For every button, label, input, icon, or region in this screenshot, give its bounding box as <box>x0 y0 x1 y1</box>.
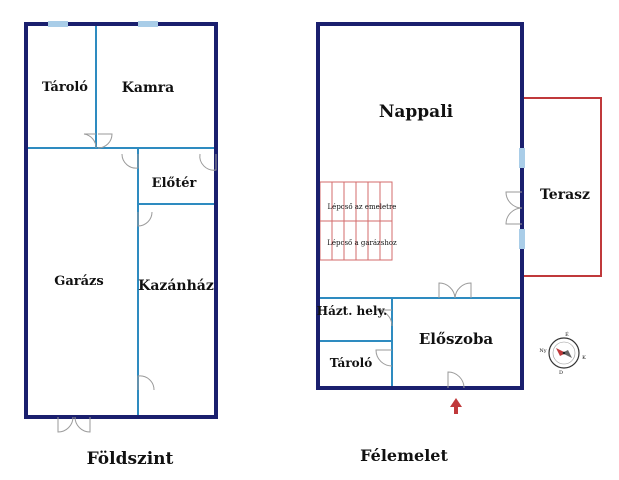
door-garage-hall <box>121 153 139 169</box>
door-living-right <box>454 282 472 299</box>
window <box>138 21 158 27</box>
entry-arrow-icon <box>450 398 462 414</box>
ground-doors <box>57 133 217 433</box>
room-label-hallway: Előszoba <box>419 330 494 348</box>
compass-icon: É K D Ny <box>539 330 586 376</box>
mezzanine-doors <box>375 191 523 389</box>
compass-label-e: K <box>582 355 586 361</box>
window <box>519 229 525 249</box>
room-label-living-room: Nappali <box>379 102 454 122</box>
door-garage-left <box>57 416 74 433</box>
mezzanine-inner-walls <box>318 297 522 388</box>
compass-label-n: É <box>565 330 569 338</box>
ground-floor-caption: Földszint <box>87 449 174 469</box>
stairs-up-label: Lépcső az emeletre <box>328 202 397 211</box>
door-hall-right <box>199 153 217 171</box>
door-pantry <box>97 133 113 149</box>
window <box>48 21 68 27</box>
compass-label-s: D <box>559 370 563 376</box>
door-terrace-top <box>505 191 523 209</box>
mezzanine-plan: Lépcső az emeletre Lépcső a garázshoz <box>316 22 602 465</box>
room-label-storage-upper: Tároló <box>330 356 372 370</box>
mezzanine-caption: Félemelet <box>360 446 448 465</box>
mezzanine-outer-wall <box>316 22 524 390</box>
stairs-down-label: Lépcső a garázshoz <box>327 238 397 247</box>
ground-floor-plan: Tároló Kamra Előtér Garázs Kazánház Föld… <box>24 21 218 469</box>
room-label-pantry: Kamra <box>122 80 175 96</box>
room-label-entry-hall: Előtér <box>152 176 197 191</box>
ground-outer-wall <box>24 22 218 419</box>
door-terrace-bottom <box>505 207 523 225</box>
room-label-storage: Tároló <box>42 80 88 95</box>
door-boiler-bottom <box>137 375 155 391</box>
room-label-boiler-room: Kazánház <box>138 278 214 294</box>
door-storage-upper <box>375 349 393 367</box>
door-boiler <box>137 211 153 227</box>
room-label-garage: Garázs <box>54 274 104 289</box>
door-garage-right <box>74 416 91 433</box>
ground-inner-walls <box>26 26 216 416</box>
compass-label-w: Ny <box>539 348 546 354</box>
door-entrance <box>447 371 465 389</box>
door-living-left <box>438 282 456 299</box>
room-label-terrace: Terasz <box>540 187 590 203</box>
room-label-utility: Házt. hely. <box>317 304 388 318</box>
stairs <box>319 181 393 261</box>
window <box>519 148 525 168</box>
door-storage <box>83 133 97 149</box>
door-utility <box>375 309 393 327</box>
